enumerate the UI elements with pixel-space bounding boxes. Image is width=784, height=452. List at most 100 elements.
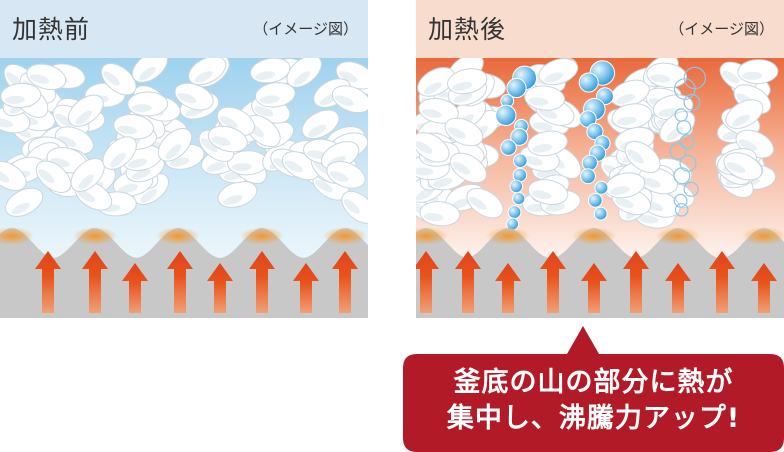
heat-arrow: [207, 263, 233, 313]
bubble: [500, 139, 517, 156]
rice-grain: [449, 152, 487, 184]
heat-glow: [486, 227, 530, 245]
rice-grain: [723, 152, 763, 181]
bubble: [510, 127, 529, 146]
bubble: [578, 72, 599, 93]
heat-arrow: [495, 263, 521, 313]
heat-arrows-group: [35, 251, 358, 313]
rice-grain: [737, 59, 779, 85]
rice-grain: [207, 125, 248, 153]
rice-grain: [341, 190, 368, 224]
heat-arrow: [540, 251, 566, 313]
bubble: [683, 93, 701, 111]
rice-grain: [0, 160, 27, 191]
rice-grain: [444, 117, 484, 147]
rice-grain: [524, 85, 566, 111]
rice-grain: [417, 67, 455, 97]
bubble: [683, 181, 699, 197]
bubble: [679, 134, 695, 150]
rice-grain: [0, 82, 42, 109]
callout-line-1: 釜底の山の部分に熱が: [453, 367, 734, 398]
rice-grain: [188, 58, 227, 86]
bubble: [581, 154, 598, 171]
rice-grain: [638, 167, 678, 195]
after-heating-panel: 加熱後 （イメージ図）: [416, 0, 784, 318]
rice-grain: [527, 130, 568, 157]
heat-glow: [240, 227, 284, 245]
bubble: [674, 203, 689, 217]
before-heating-panel: 加熱前 （イメージ図）: [0, 0, 368, 318]
heat-arrow: [455, 251, 481, 313]
before-panel-title: 加熱前: [12, 15, 91, 44]
bubble: [495, 104, 517, 126]
callout-shape: [403, 326, 784, 452]
heat-glow: [73, 227, 117, 245]
rice-grains-group: [0, 58, 368, 224]
rice-grain: [331, 85, 368, 114]
rice-grain: [301, 109, 340, 140]
after-panel-header: 加熱後 （イメージ図）: [416, 0, 784, 58]
rice-grain: [35, 160, 72, 193]
callout-line-2: 集中し、沸騰力アップ!: [446, 403, 741, 434]
after-panel-title: 加熱後: [428, 15, 507, 44]
bubble: [580, 168, 596, 185]
heat-arrow: [751, 263, 777, 313]
heat-glow: [656, 227, 700, 245]
heat-glow-group: [0, 227, 367, 245]
bubble: [586, 122, 604, 141]
rice-grain: [70, 158, 105, 192]
rice-grain: [286, 58, 322, 88]
rice-grain: [254, 82, 296, 108]
heat-arrow: [623, 251, 649, 313]
rice-grain: [611, 103, 653, 129]
rice-grain: [646, 62, 688, 88]
rice-grain: [245, 114, 281, 148]
rice-grain: [131, 58, 168, 83]
rice-grain: [68, 94, 104, 127]
rice-grain: [102, 136, 137, 170]
bubble: [669, 142, 687, 160]
bubble: [587, 193, 603, 208]
heat-arrow: [122, 263, 148, 313]
bubble: [676, 120, 692, 135]
bubble: [673, 167, 691, 185]
rice-grain: [416, 132, 450, 163]
heat-arrow: [249, 251, 275, 313]
bubbles-group: [495, 60, 706, 231]
heat-arrow: [709, 251, 735, 313]
rice-grain: [250, 58, 291, 84]
heat-arrow: [332, 251, 358, 313]
rice-grain: [100, 63, 137, 96]
heat-arrow: [167, 251, 193, 313]
rice-grain: [157, 127, 193, 162]
rice-grain: [419, 201, 461, 227]
before-panel-note: （イメージ図）: [253, 20, 358, 38]
heat-arrow: [665, 263, 691, 313]
heat-glow: [742, 227, 784, 245]
rice-grain: [5, 187, 44, 217]
heat-glow: [156, 227, 200, 245]
before-panel-header: 加熱前 （イメージ図）: [0, 0, 368, 58]
heat-arrow: [581, 263, 607, 313]
rice-grain: [127, 91, 169, 117]
before-illustration: [0, 58, 368, 318]
bubble: [512, 192, 526, 206]
rice-grain: [466, 187, 504, 219]
after-illustration: [416, 58, 784, 318]
heat-glow: [0, 227, 34, 245]
rice-grain: [538, 58, 579, 86]
rice-grain: [447, 68, 488, 95]
bubble: [594, 180, 609, 195]
bubble: [506, 77, 527, 99]
heat-arrow: [416, 251, 439, 313]
rice-grains-group: [416, 58, 779, 229]
bubble: [513, 153, 528, 168]
heat-arrows-group: [416, 251, 777, 313]
heat-arrow: [82, 251, 108, 313]
bubble: [509, 179, 524, 194]
heat-glow-group: [416, 227, 784, 245]
rice-grain: [527, 179, 569, 206]
rice-grain: [326, 161, 366, 189]
heat-arrow: [35, 251, 61, 313]
after-panel-note: （イメージ図）: [669, 20, 774, 38]
